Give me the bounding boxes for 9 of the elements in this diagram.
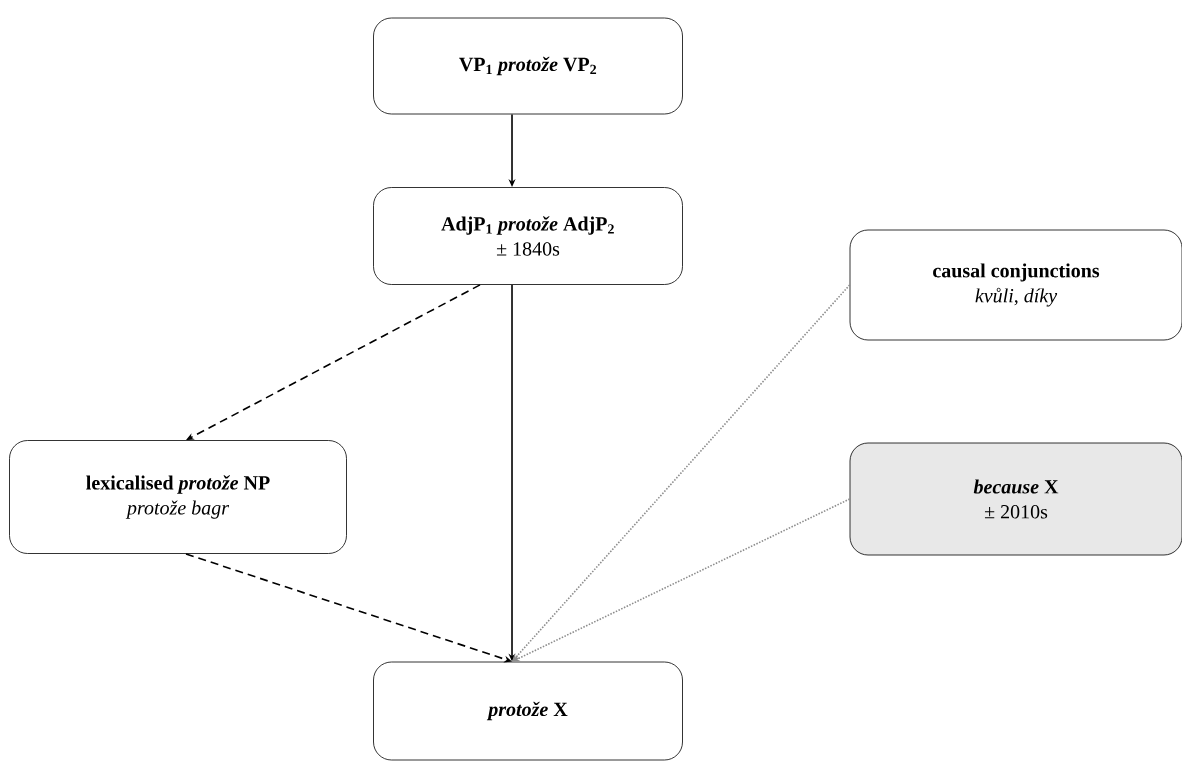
arrow [512,284,851,662]
process-box: AdjP$_{1}$ protože AdjP$_{2}$ ± 1840s [373,187,683,285]
process-box: causal conjunctions kvůli, díky [849,229,1182,341]
process-box: protože X [373,661,683,761]
arrow [512,498,851,662]
process-box: VP$_{1}$ protože VP$_{2}$ [373,17,683,115]
arrow [185,553,512,663]
process-box: because X ± 2010s [849,442,1182,556]
process-box: lexicalised protože NP protože bagr [9,440,347,554]
